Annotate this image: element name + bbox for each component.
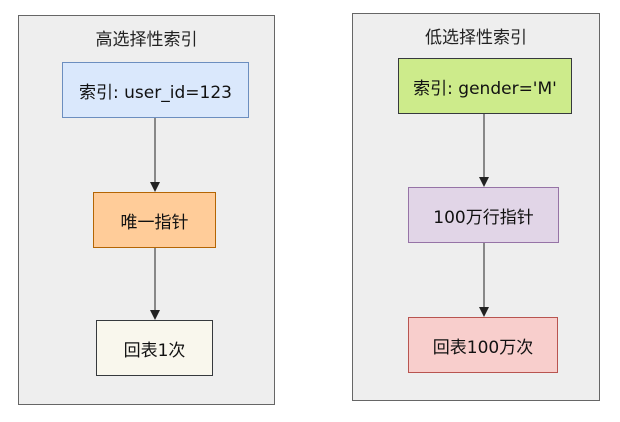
node-left-lookup-label: 回表1次	[123, 340, 186, 361]
left-panel-title: 高选择性索引	[95, 30, 198, 50]
node-right-lookup-label: 回表100万次	[432, 337, 534, 358]
node-right-index: 索引: gender='M'	[398, 58, 572, 114]
node-left-index-label: 索引: user_id=123	[79, 82, 232, 103]
node-right-index-label: 索引: gender='M'	[413, 78, 557, 99]
node-right-pointers-label: 100万行指针	[433, 207, 534, 228]
node-left-lookup: 回表1次	[96, 320, 213, 376]
node-left-pointer-label: 唯一指针	[120, 212, 189, 233]
node-left-pointer: 唯一指针	[93, 192, 216, 248]
node-right-lookup: 回表100万次	[408, 317, 558, 373]
node-right-pointers: 100万行指针	[408, 187, 559, 243]
right-panel-title: 低选择性索引	[425, 28, 527, 48]
node-left-index: 索引: user_id=123	[62, 62, 249, 118]
